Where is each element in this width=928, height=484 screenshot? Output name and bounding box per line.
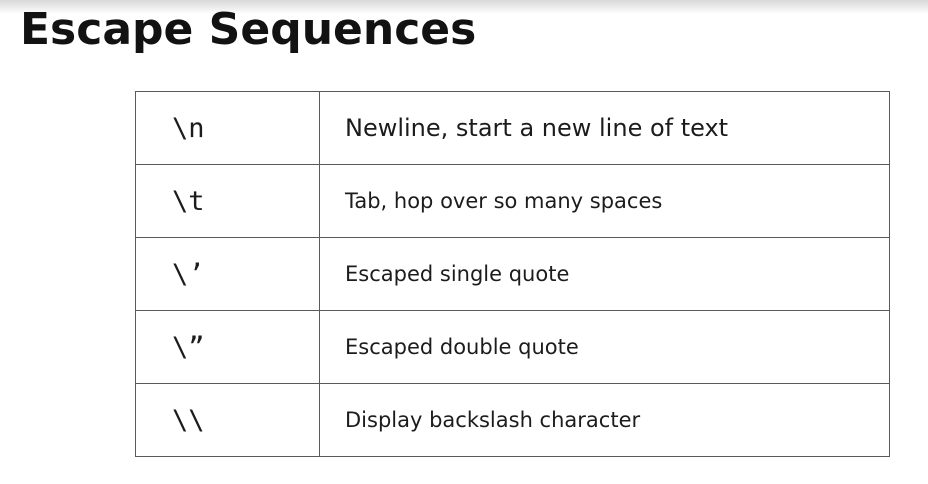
escape-sequence-cell: \’ (135, 237, 320, 311)
escape-sequence-table: \n Newline, start a new line of text \t … (135, 91, 890, 457)
table-row: \” Escaped double quote (135, 310, 890, 384)
table-row: \’ Escaped single quote (135, 237, 890, 311)
table-row: \n Newline, start a new line of text (135, 91, 890, 165)
description-cell: Tab, hop over so many spaces (319, 164, 890, 238)
description-cell: Escaped single quote (319, 237, 890, 311)
description-cell: Display backslash character (319, 383, 890, 457)
escape-sequence-cell: \t (135, 164, 320, 238)
escape-sequence-cell: \” (135, 310, 320, 384)
escape-sequence-cell: \\ (135, 383, 320, 457)
escape-sequence-cell: \n (135, 91, 320, 165)
description-cell: Newline, start a new line of text (319, 91, 890, 165)
table-row: \\ Display backslash character (135, 383, 890, 457)
top-shadow (0, 0, 928, 14)
slide-title: Escape Sequences (20, 4, 477, 55)
table-row: \t Tab, hop over so many spaces (135, 164, 890, 238)
description-cell: Escaped double quote (319, 310, 890, 384)
